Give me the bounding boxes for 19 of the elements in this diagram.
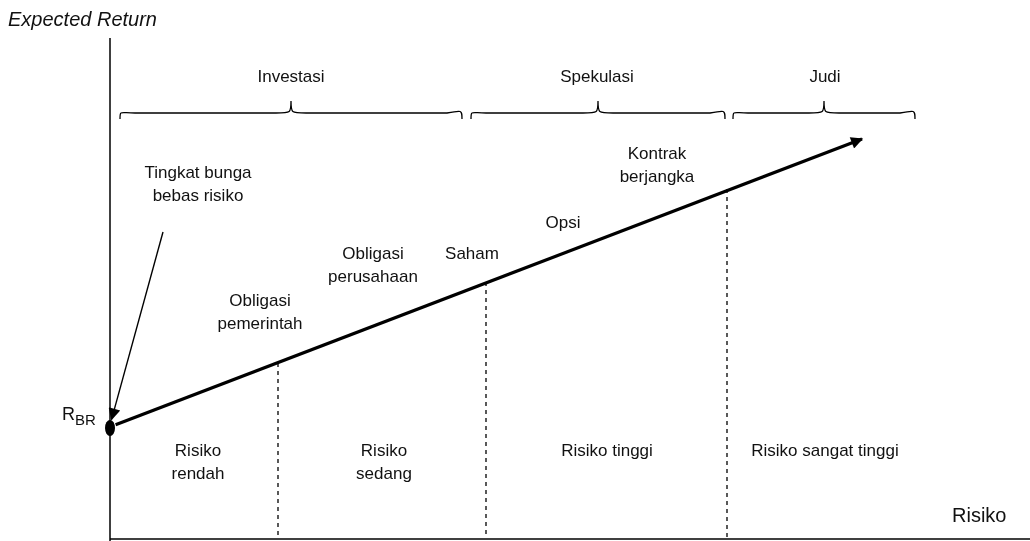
risk-zone-label: Risiko sangat tinggi	[750, 440, 900, 462]
x-axis-title: Risiko	[952, 503, 1008, 528]
arrow	[108, 231, 164, 421]
risk-zone-label: Risiko rendah	[170, 440, 226, 485]
annotation-text: Tingkat bunga bebas risiko	[123, 162, 273, 208]
risk-zone-label: Risiko sedang	[355, 440, 413, 485]
point-label: R$_{BR}$	[62, 403, 97, 430]
risk-zone-label: Risiko tinggi	[560, 440, 654, 462]
instrument-label: Opsi	[544, 212, 582, 234]
instrument-label: Kontrak berjangka	[618, 143, 696, 188]
instrument-label: Obligasi pemerintah	[216, 290, 304, 335]
category-heading: Investasi	[256, 66, 326, 88]
category-heading: Judi	[808, 66, 842, 88]
point-marker	[105, 420, 115, 436]
instrument-label: Obligasi perusahaan	[327, 243, 419, 288]
category-heading: Spekulasi	[559, 66, 635, 88]
arrow	[115, 137, 864, 427]
instrument-label: Saham	[444, 243, 500, 265]
y-axis-title: Expected Return	[8, 7, 158, 32]
